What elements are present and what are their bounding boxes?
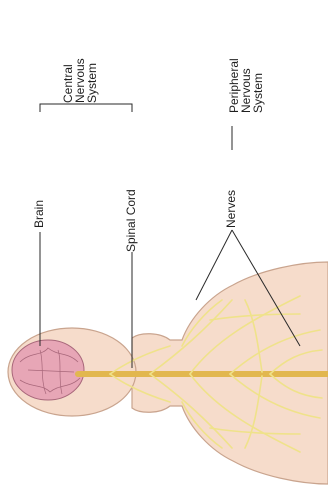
cns-line-3: System [86, 58, 98, 103]
brain-label: Brain [33, 200, 46, 228]
cns-bracket [40, 104, 132, 112]
brain-shape [12, 340, 84, 400]
pns-line-3: System [252, 58, 264, 113]
central-nervous-system-label: Central Nervous System [62, 58, 98, 103]
peripheral-nervous-system-label: Peripheral Nervous System [228, 58, 264, 113]
spinal-cord-label: Spinal Cord [125, 189, 138, 252]
nerves-label: Nerves [225, 190, 238, 228]
